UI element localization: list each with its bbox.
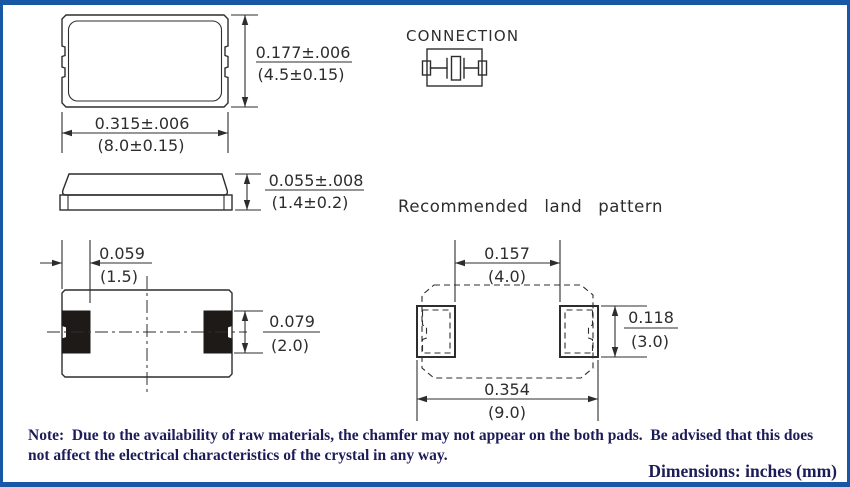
- dim-pad-width-inches: 0.059: [99, 244, 145, 263]
- dim-package-height-inches: 0.177±.006: [256, 43, 351, 62]
- dim-pad-width: 0.059 (1.5): [40, 240, 152, 303]
- note-line-2: not affect the electrical characteristic…: [28, 447, 448, 464]
- dim-land-span-mm: (4.0): [488, 267, 526, 286]
- connection-title: CONNECTION: [406, 27, 519, 45]
- side-view-base: [59, 194, 233, 211]
- top-view: 0.177±.006 (4.5±0.15) 0.315±.006 (8.0±0.…: [61, 14, 352, 155]
- dimensions-units-label: Dimensions: inches (mm): [648, 461, 837, 481]
- land-pattern-title: Recommended land pattern: [398, 197, 663, 216]
- dim-pad-height-mm: (2.0): [271, 336, 309, 355]
- land-right-pad: [559, 305, 599, 358]
- bottom-view: 0.059 (1.5) 0.079 (2.0): [40, 240, 320, 396]
- dim-land-height: 0.118 (3.0): [601, 305, 678, 358]
- dim-land-height-inches: 0.118: [628, 308, 674, 327]
- side-view: 0.055±.008 (1.4±0.2): [59, 171, 364, 212]
- dim-package-width-mm: (8.0±0.15): [98, 136, 185, 155]
- top-view-lid-outline: [67, 20, 223, 102]
- top-view-outer-outline: [61, 14, 229, 108]
- dim-package-width: 0.315±.006 (8.0±0.15): [61, 112, 229, 155]
- land-left-pad: [416, 305, 456, 358]
- dim-land-overall-width-inches: 0.354: [484, 380, 530, 399]
- dim-package-width-inches: 0.315±.006: [95, 114, 190, 133]
- dim-land-overall-width: 0.354 (9.0): [416, 360, 599, 422]
- connection-diagram: CONNECTION: [406, 27, 519, 87]
- dim-land-overall-width-mm: (9.0): [488, 403, 526, 422]
- dim-package-height: 0.177±.006 (4.5±0.15): [231, 14, 352, 108]
- land-pattern-body-outline: [421, 284, 594, 379]
- dim-land-span: 0.157 (4.0): [454, 240, 561, 302]
- side-view-lid: [61, 173, 229, 196]
- dim-land-span-inches: 0.157: [484, 244, 530, 263]
- land-left-pad-projection: [421, 309, 451, 354]
- note-line-1: Note: Due to the availability of raw mat…: [28, 427, 814, 444]
- connection-body: [426, 48, 483, 87]
- dim-land-height-mm: (3.0): [631, 332, 669, 351]
- dim-pad-height: 0.079 (2.0): [234, 310, 320, 355]
- dim-pad-height-inches: 0.079: [269, 312, 315, 331]
- dim-package-thickness-mm: (1.4±0.2): [272, 193, 349, 212]
- land-pattern: Recommended land pattern 0.157 (4.0): [398, 197, 678, 422]
- crystal-symbol: [429, 55, 480, 81]
- dim-package-thickness: 0.055±.008 (1.4±0.2): [235, 171, 364, 212]
- dim-package-height-mm: (4.5±0.15): [258, 65, 345, 84]
- land-right-pad-projection: [564, 309, 594, 354]
- dim-pad-width-mm: (1.5): [100, 267, 138, 286]
- dim-package-thickness-inches: 0.055±.008: [269, 171, 364, 190]
